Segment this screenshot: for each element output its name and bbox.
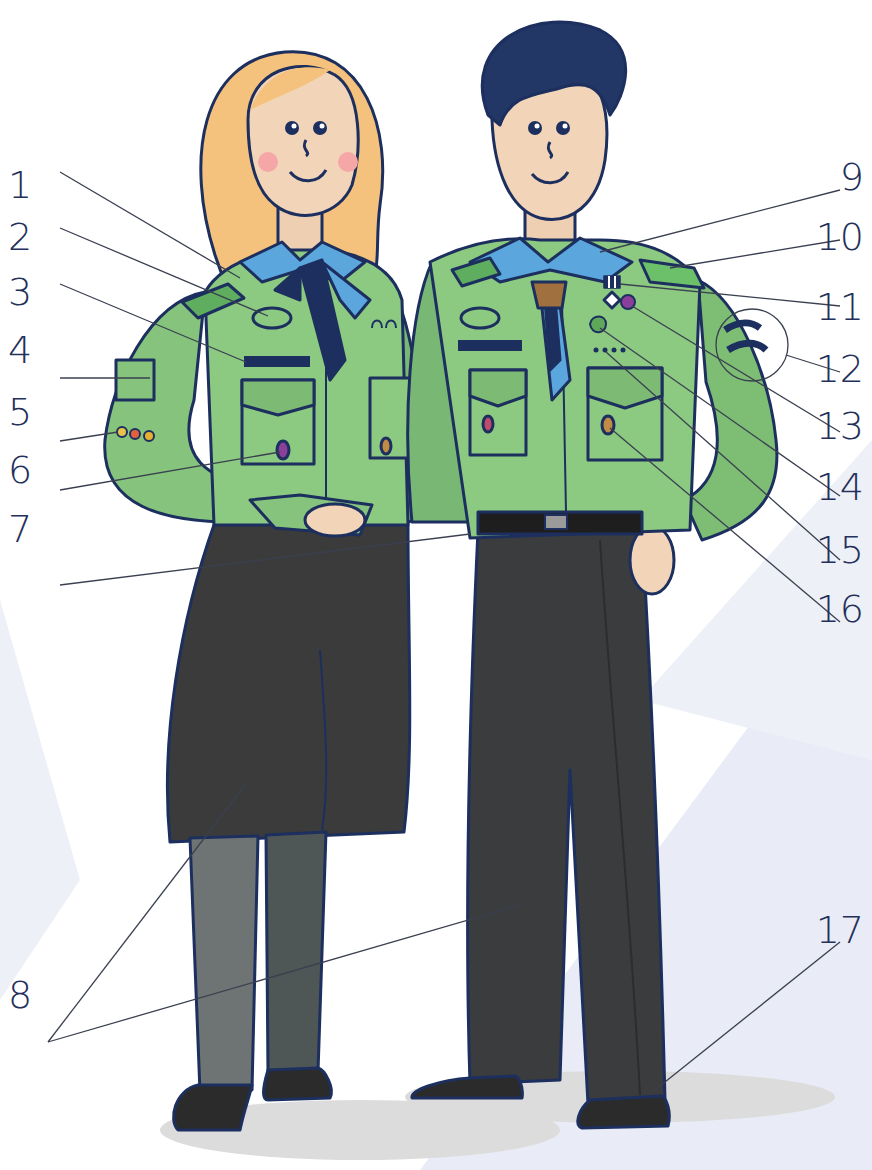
callout-number: 14 bbox=[816, 468, 864, 506]
callout-number: 6 bbox=[8, 451, 32, 489]
callout-number: 7 bbox=[8, 510, 32, 548]
callout-number: 13 bbox=[816, 407, 864, 445]
man-figure bbox=[408, 22, 777, 1128]
callout-number: 2 bbox=[8, 218, 32, 256]
callout-number: 4 bbox=[8, 331, 32, 369]
callout-number: 5 bbox=[8, 393, 32, 431]
callout-number: 16 bbox=[816, 590, 864, 628]
woman-figure bbox=[105, 52, 421, 1130]
callout-number: 3 bbox=[8, 273, 32, 311]
callout-number: 1 bbox=[8, 166, 32, 204]
callout-number: 8 bbox=[8, 976, 32, 1014]
leader-lines bbox=[48, 172, 840, 1090]
callout-number: 17 bbox=[816, 911, 864, 949]
ground-shadows bbox=[160, 1071, 835, 1160]
callout-number: 15 bbox=[816, 531, 864, 569]
callout-number: 12 bbox=[816, 350, 864, 388]
callout-number: 11 bbox=[816, 288, 864, 326]
callout-number: 9 bbox=[840, 158, 864, 196]
background-shapes bbox=[0, 440, 872, 1170]
callout-number: 10 bbox=[816, 218, 864, 256]
